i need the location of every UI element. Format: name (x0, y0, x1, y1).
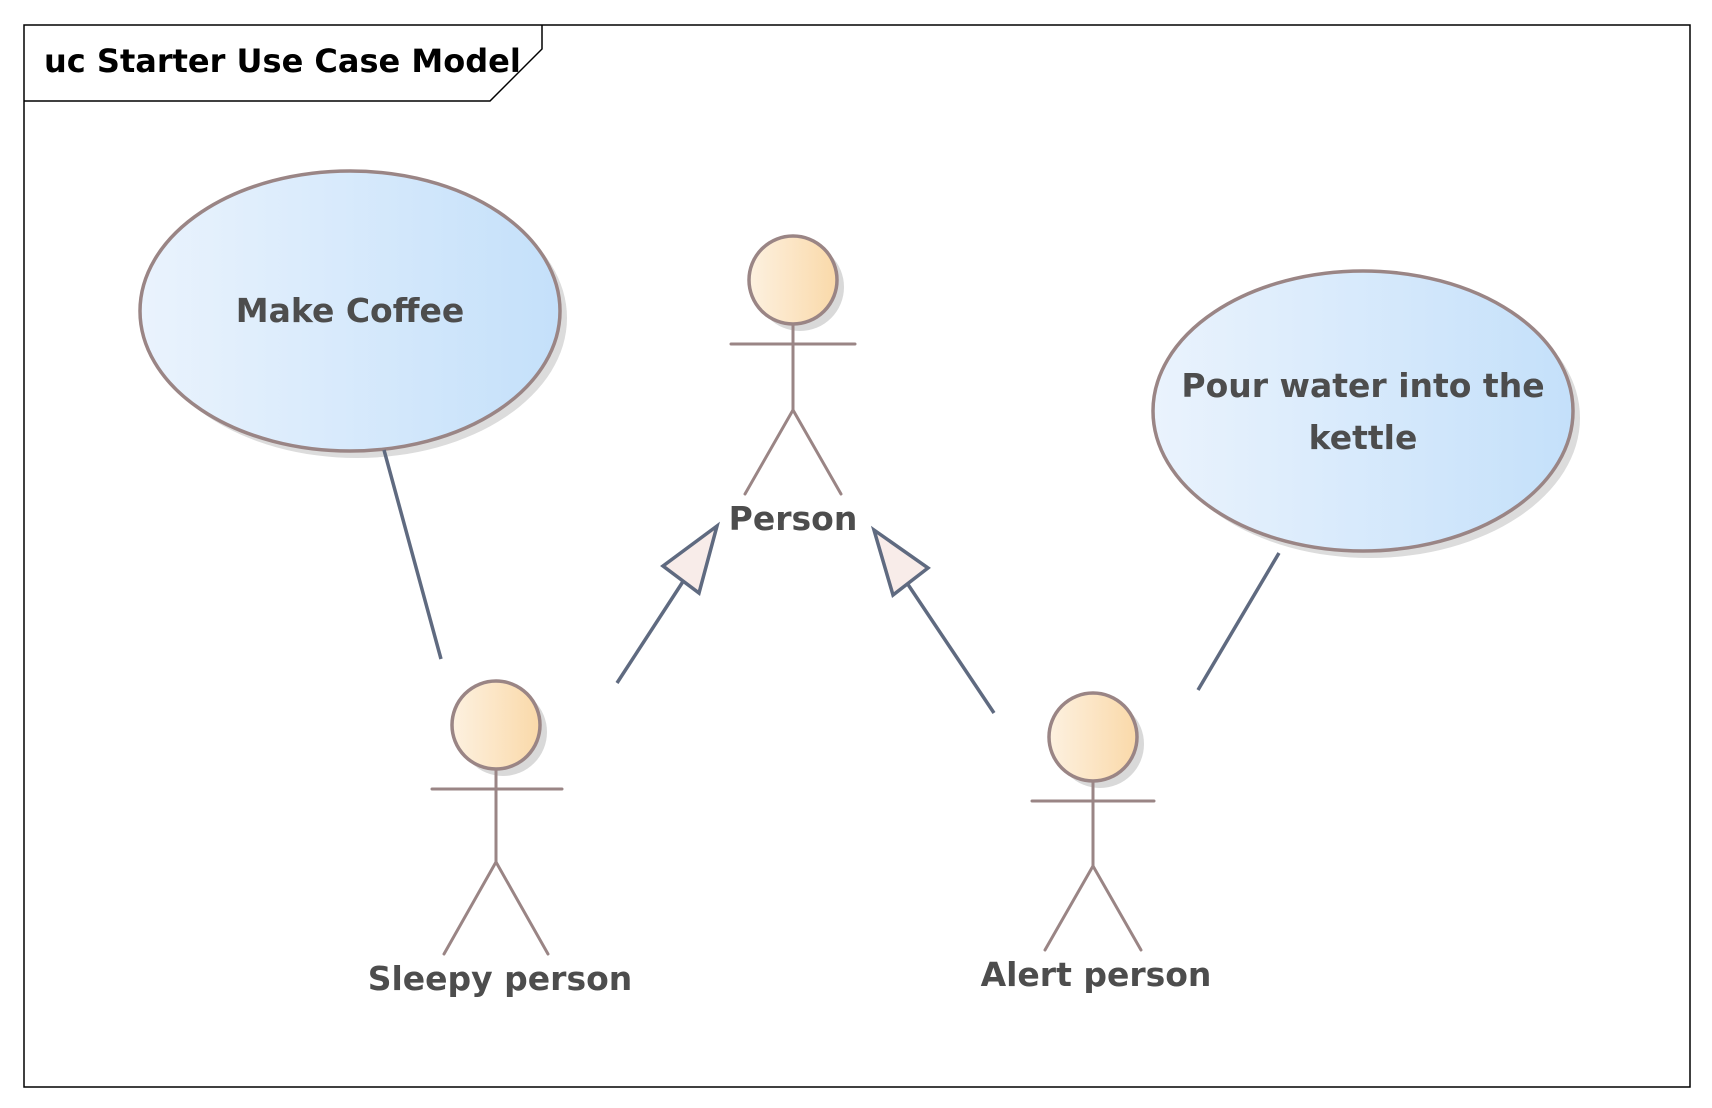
actor-sleepy-person[interactable]: Sleepy person (368, 679, 633, 998)
actor-person-head (747, 234, 839, 326)
use-case-pour-water-ellipse (1151, 269, 1575, 553)
use-case-pour-water-label-line1: Pour water into the (1181, 366, 1544, 405)
generalization-alert-to-person[interactable] (870, 525, 996, 714)
association-sleepy-make-coffee[interactable] (382, 449, 443, 660)
actor-sleepy-person-label: Sleepy person (368, 959, 633, 998)
actor-sleepy-person-right-leg (494, 860, 550, 956)
actor-alert-person-head (1047, 691, 1139, 783)
generalization-alert-to-person-arrowhead (870, 525, 931, 598)
diagram-frame (23, 24, 1691, 1088)
use-case-pour-water-label-line2: kettle (1309, 418, 1418, 457)
actor-person-label: Person (729, 499, 858, 538)
frame-title-tab (24, 25, 543, 102)
use-case-make-coffee[interactable]: Make Coffee (138, 169, 567, 458)
generalization-sleepy-to-person-arrowhead (660, 521, 720, 596)
generalization-sleepy-to-person-line (615, 579, 686, 684)
actor-person[interactable]: Person (729, 234, 858, 538)
use-case-make-coffee-label: Make Coffee (236, 291, 464, 330)
actor-person-right-leg (791, 408, 843, 496)
actor-person-left-leg (743, 408, 795, 496)
actor-alert-person-left-leg (1043, 864, 1095, 952)
association-alert-pour-water[interactable] (1196, 552, 1281, 691)
actor-alert-person-right-leg (1091, 864, 1143, 952)
actor-sleepy-person-left-leg (442, 860, 498, 956)
actor-alert-person-label: Alert person (981, 955, 1212, 994)
actor-sleepy-person-head (450, 679, 542, 771)
generalization-sleepy-to-person[interactable] (615, 521, 720, 684)
frame-title: uc Starter Use Case Model (44, 42, 521, 80)
use-case-make-coffee-ellipse (138, 169, 562, 453)
generalization-alert-to-person-line (905, 582, 996, 714)
use-case-pour-water[interactable]: Pour water into the kettle (1151, 269, 1580, 558)
actor-alert-person[interactable]: Alert person (981, 691, 1212, 994)
